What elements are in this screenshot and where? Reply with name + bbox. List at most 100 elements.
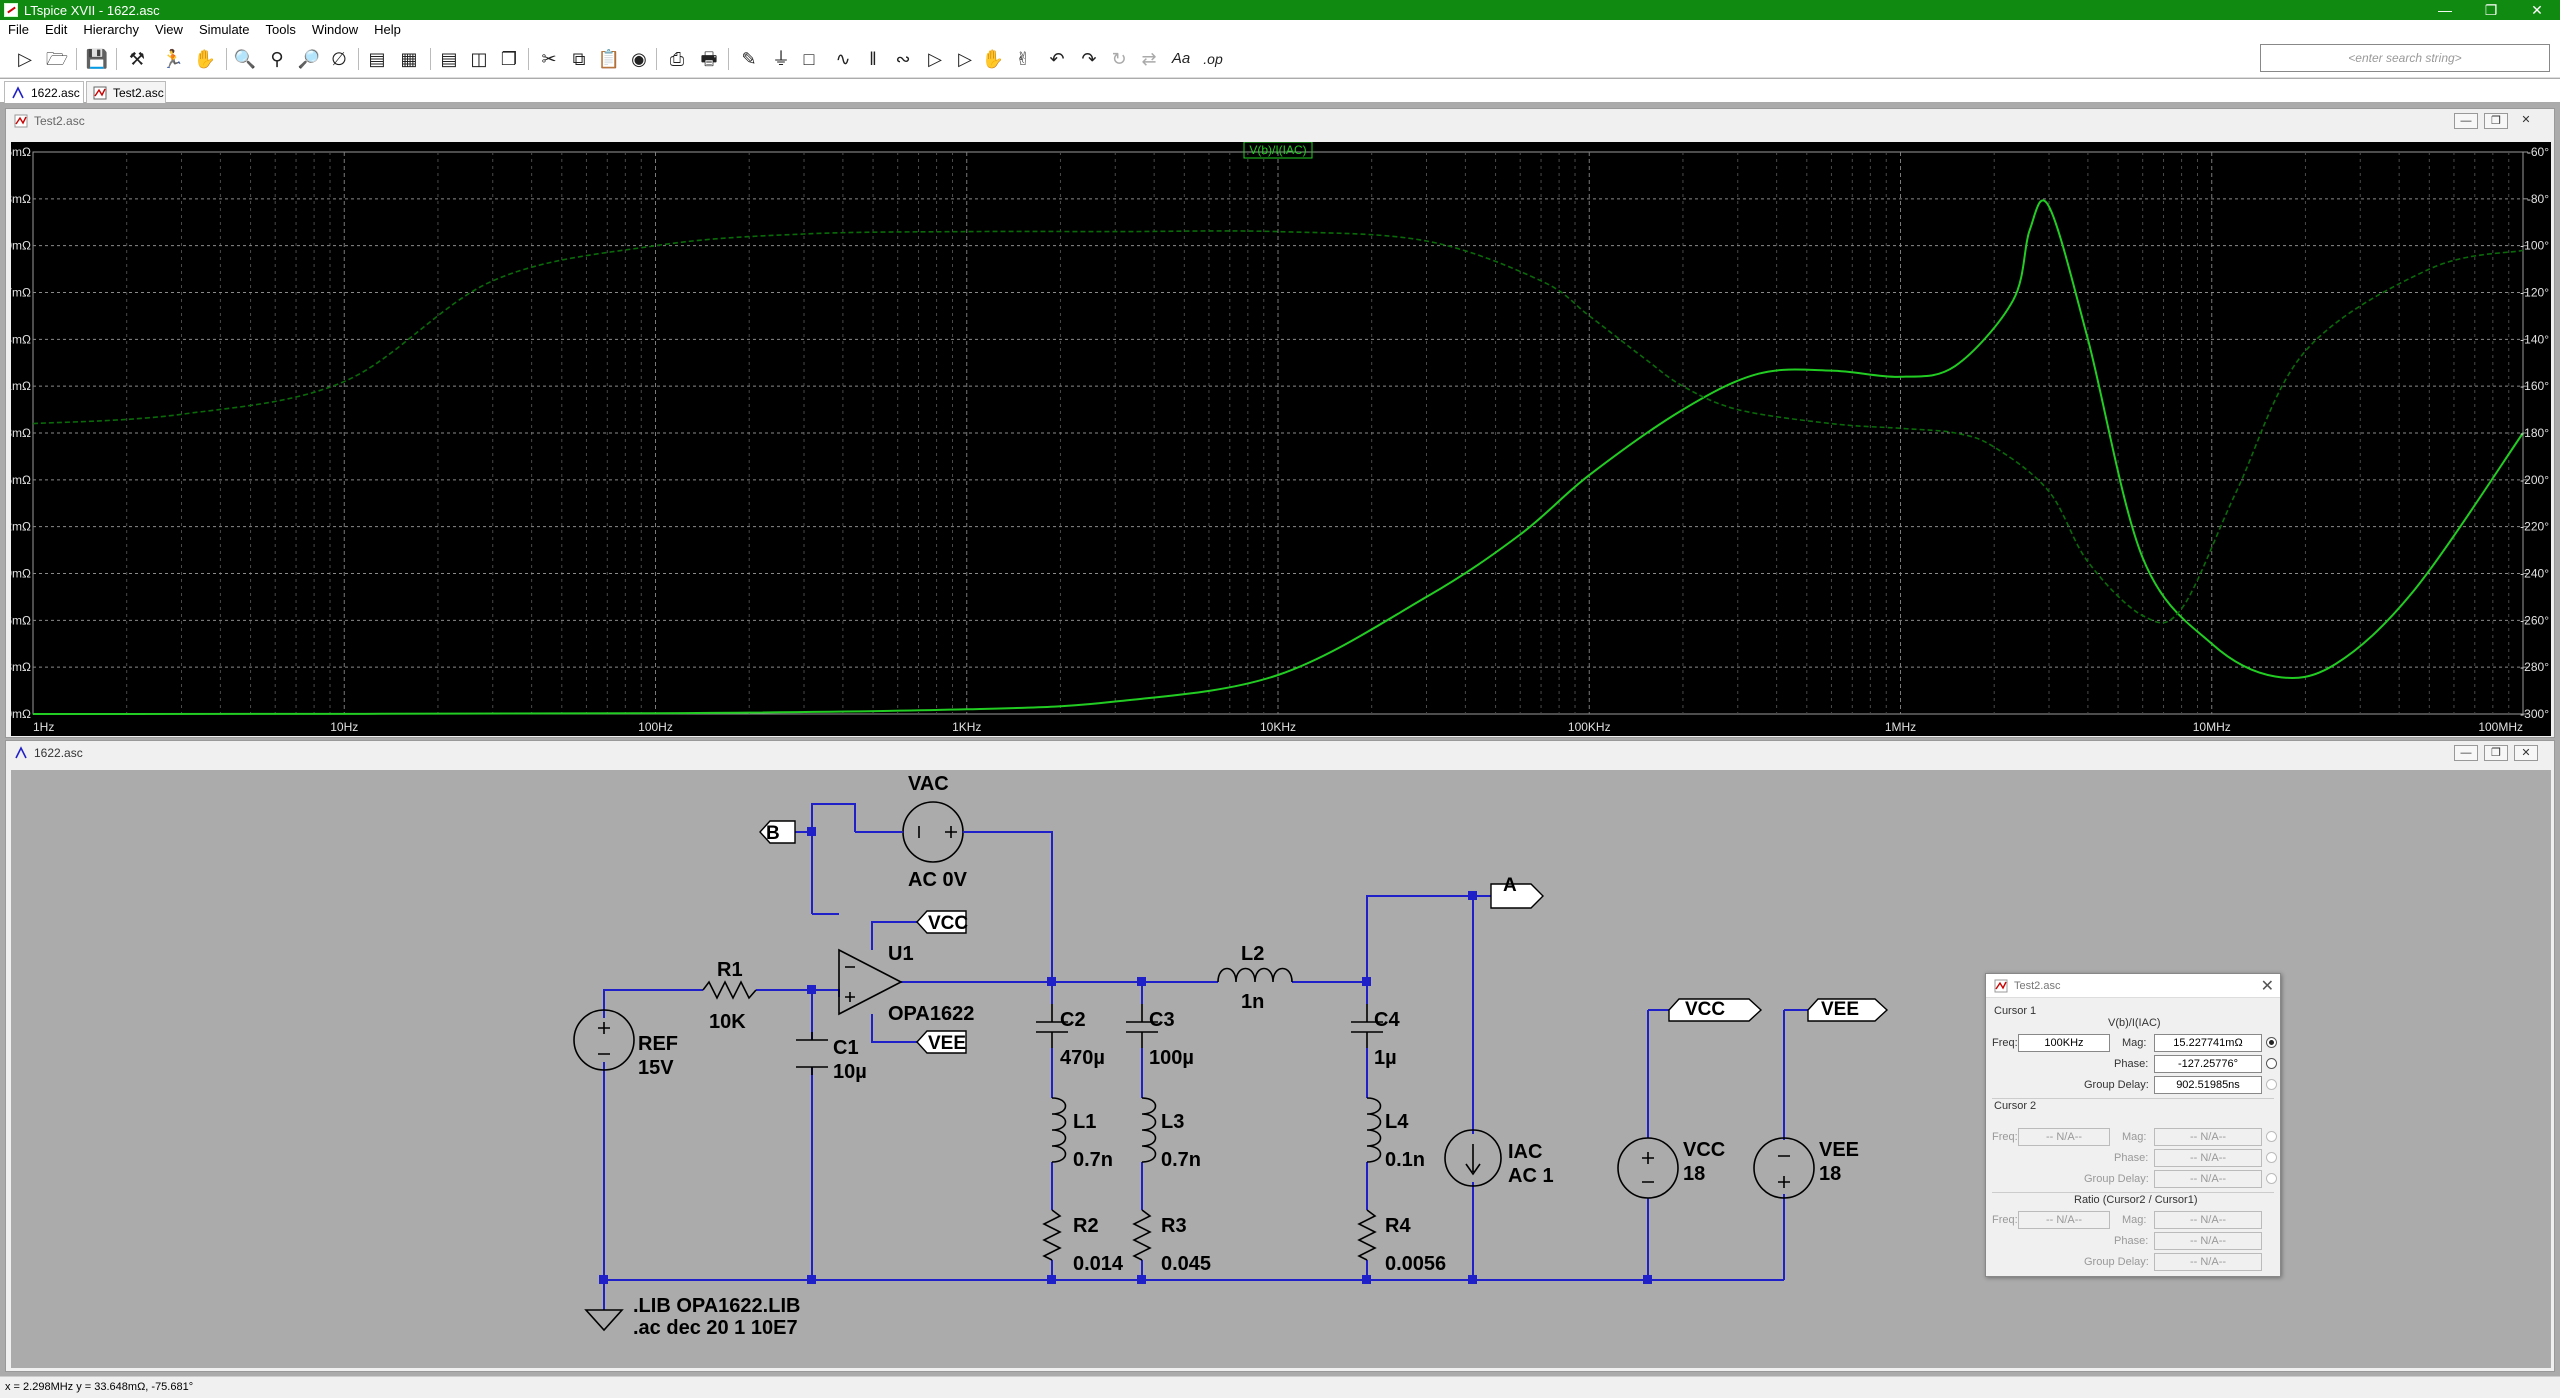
r3-symbol[interactable] <box>1132 1209 1152 1261</box>
tab-1622[interactable]: 1622.asc <box>4 81 84 103</box>
menu-edit[interactable]: Edit <box>44 22 68 37</box>
schematic-close-button[interactable]: ✕ <box>2514 745 2538 761</box>
net-flag-vcc[interactable] <box>1668 998 1763 1022</box>
capacitor-icon[interactable]: ‖ <box>869 49 877 69</box>
cursor2-freq-field[interactable]: -- N/A-- <box>2018 1128 2110 1146</box>
vcc-source-symbol[interactable] <box>1617 1137 1679 1199</box>
move-icon[interactable]: ✋ <box>981 49 1005 69</box>
opamp-u1-symbol[interactable] <box>838 948 903 1016</box>
find-binoculars-icon[interactable]: ◉ <box>631 49 647 69</box>
cursor1-group-delay-field[interactable]: 902.51985ns <box>2154 1076 2262 1094</box>
draw-wire-icon[interactable]: ✎ <box>741 49 757 69</box>
schematic-restore-button[interactable]: ❐ <box>2484 745 2508 761</box>
ratio-freq-field[interactable]: -- N/A-- <box>2018 1211 2110 1229</box>
l4-symbol[interactable] <box>1366 1097 1382 1163</box>
zoom-in-icon[interactable]: 🔍 <box>233 49 257 69</box>
ground-icon[interactable]: ⏚ <box>772 49 790 69</box>
plot-close-button[interactable]: ✕ <box>2521 114 2531 126</box>
control-panel-icon[interactable]: ⚒ <box>128 49 146 69</box>
cursor2-phase-radio[interactable] <box>2266 1152 2277 1163</box>
inductor-icon[interactable]: ∾ <box>895 49 911 69</box>
pan-hand-icon[interactable]: ✋ <box>193 49 217 69</box>
print-icon[interactable]: 🖶 <box>700 49 718 69</box>
text-aa-icon[interactable]: Aa <box>1171 50 1191 67</box>
ratio-phase-field[interactable]: -- N/A-- <box>2154 1232 2262 1250</box>
menu-help[interactable]: Help <box>374 22 401 37</box>
menu-window[interactable]: Window <box>311 22 359 37</box>
cascade-icon[interactable]: ❐ <box>500 49 518 69</box>
cut-icon[interactable]: ✂ <box>541 49 557 69</box>
autorange-icon[interactable]: ▤ <box>368 49 386 69</box>
undo-icon[interactable]: ↶ <box>1049 49 1065 69</box>
print-setup-icon[interactable]: ⎙ <box>669 49 685 69</box>
net-flag-vcc-opamp[interactable] <box>916 910 967 934</box>
menu-view[interactable]: View <box>154 22 183 37</box>
menu-hierarchy[interactable]: Hierarchy <box>83 22 139 37</box>
ratio-group-delay-field[interactable]: -- N/A-- <box>2154 1253 2262 1271</box>
search-input[interactable]: <enter search string> <box>2260 44 2550 72</box>
net-flag-vee-opamp[interactable] <box>916 1030 967 1054</box>
schematic-minimize-button[interactable]: — <box>2454 745 2478 761</box>
cursor1-freq-field[interactable]: 100KHz <box>2018 1034 2110 1052</box>
cursor2-phase-field[interactable]: -- N/A-- <box>2154 1149 2262 1167</box>
mirror-icon[interactable]: ⇄ <box>1141 49 1157 69</box>
r4-symbol[interactable] <box>1357 1209 1377 1261</box>
restore-button[interactable]: ❐ <box>2484 2 2498 18</box>
lib-directive[interactable]: .LIB OPA1622.LIB <box>633 1295 800 1317</box>
l3-symbol[interactable] <box>1141 1097 1157 1163</box>
menu-tools[interactable]: Tools <box>265 22 296 37</box>
cursor-dialog-close-icon[interactable]: ✕ <box>2260 978 2274 995</box>
zoom-pan-icon[interactable]: ⚲ <box>270 49 284 69</box>
r2-symbol[interactable] <box>1042 1209 1062 1261</box>
plot-restore-button[interactable]: ❐ <box>2484 113 2508 129</box>
net-flag-vee[interactable] <box>1807 998 1889 1022</box>
cursor2-mag-field[interactable]: -- N/A-- <box>2154 1128 2262 1146</box>
redo-icon[interactable]: ↷ <box>1081 49 1097 69</box>
menu-file[interactable]: File <box>8 22 29 37</box>
copy-icon[interactable]: ⧉ <box>572 49 586 69</box>
net-flag-a[interactable] <box>1490 883 1544 909</box>
cursor2-gd-radio[interactable] <box>2266 1173 2277 1184</box>
component-icon[interactable]: ▷ <box>958 49 972 69</box>
c1-symbol[interactable] <box>796 1032 828 1075</box>
cursor1-phase-radio[interactable] <box>2266 1058 2277 1069</box>
l2-symbol[interactable] <box>1217 967 1293 983</box>
ac-directive[interactable]: .ac dec 20 1 10E7 <box>633 1317 798 1339</box>
net-flag-b[interactable] <box>759 820 796 844</box>
cursor1-mag-radio[interactable] <box>2266 1037 2277 1048</box>
cursor1-phase-field[interactable]: -127.25776° <box>2154 1055 2262 1073</box>
trace-legend[interactable]: V(b)/I(IAC) <box>1243 142 1313 159</box>
open-folder-icon[interactable]: 🗁 <box>45 49 69 69</box>
label-net-icon[interactable]: □ <box>803 49 815 69</box>
cursor1-mag-field[interactable]: 15.227741mΩ <box>2154 1034 2262 1052</box>
l1-symbol[interactable] <box>1051 1097 1067 1163</box>
drag-icon[interactable]: ✌ <box>1015 49 1031 69</box>
new-schematic-icon[interactable]: ▷ <box>18 49 32 69</box>
zoom-out-icon[interactable]: 🔎 <box>297 49 321 69</box>
menu-simulate[interactable]: Simulate <box>198 22 250 37</box>
vee-source-symbol[interactable] <box>1753 1137 1815 1199</box>
ratio-mag-field[interactable]: -- N/A-- <box>2154 1211 2262 1229</box>
paste-icon[interactable]: 📋 <box>597 49 621 69</box>
run-icon[interactable]: 🏃 <box>161 49 185 69</box>
spice-directive-icon[interactable]: .op <box>1203 51 1223 67</box>
trace-legend-label[interactable]: V(b)/I(IAC) <box>1249 143 1306 157</box>
minimize-button[interactable]: — <box>2438 2 2452 18</box>
close-button[interactable]: ✕ <box>2531 2 2543 18</box>
ground-symbol[interactable] <box>584 1309 624 1332</box>
diode-icon[interactable]: ▷ <box>928 49 942 69</box>
ref-source-symbol[interactable] <box>573 1009 635 1071</box>
cursor2-group-delay-field[interactable]: -- N/A-- <box>2154 1170 2262 1188</box>
plot-minimize-button[interactable]: — <box>2454 113 2478 129</box>
cursor2-mag-radio[interactable] <box>2266 1131 2277 1142</box>
tile-vertical-icon[interactable]: ◫ <box>470 49 488 69</box>
cursor1-gd-radio[interactable] <box>2266 1079 2277 1090</box>
resistor-icon[interactable]: ∿ <box>835 49 851 69</box>
tab-test2[interactable]: Test2.asc <box>86 81 166 103</box>
save-icon[interactable]: 💾 <box>85 49 109 69</box>
rotate-icon[interactable]: ↻ <box>1111 49 1127 69</box>
pick-visible-icon[interactable]: ▦ <box>400 49 418 69</box>
iac-source-symbol[interactable] <box>1444 1129 1502 1187</box>
r1-symbol[interactable] <box>702 980 757 1000</box>
zoom-fit-icon[interactable]: ∅ <box>331 49 347 69</box>
